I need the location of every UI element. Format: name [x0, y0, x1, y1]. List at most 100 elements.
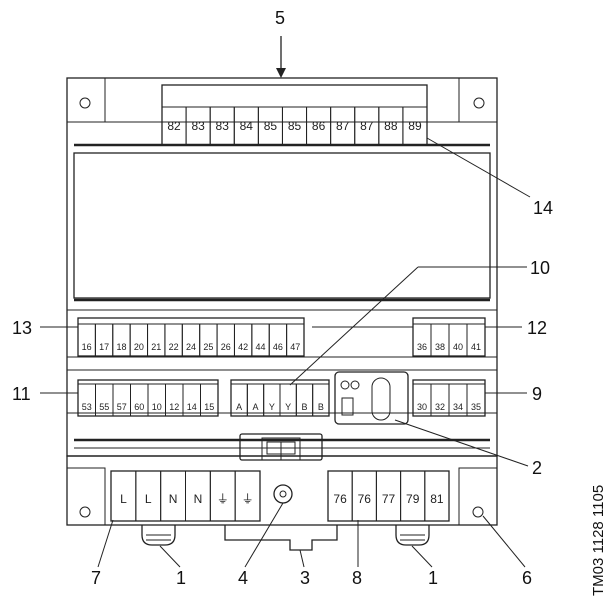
terminal-label: 89: [408, 119, 422, 133]
terminal-block-top: 82 83 83 84 85 85 86 87 87 88 89: [161, 84, 428, 146]
terminal-label: 14: [187, 402, 197, 412]
terminal-label: 36: [417, 342, 427, 352]
earth-screw-icon: [273, 484, 293, 504]
terminal-label: 18: [116, 342, 126, 352]
terminal-label: 22: [169, 342, 179, 352]
terminal-block-bottom-right: 76 76 77 79 81: [327, 470, 450, 522]
mounting-hole-top-right-icon: [473, 97, 485, 109]
terminal-label: 85: [288, 119, 302, 133]
terminal-label: 24: [186, 342, 196, 352]
callout-6: 6: [522, 568, 532, 588]
terminal-block-row13: 16 17 18 20 21 22 24 25 26 42 44 46 47: [77, 317, 305, 357]
terminal-label: 42: [238, 342, 248, 352]
callout-10: 10: [530, 258, 550, 278]
terminal-label: 17: [99, 342, 109, 352]
terminal-label: 12: [169, 402, 179, 412]
terminal-label: A: [236, 402, 242, 412]
mounting-hole-bottom-left-icon: [79, 506, 91, 518]
terminal-cell: [424, 470, 450, 522]
terminal-label: 25: [203, 342, 213, 352]
terminal-label: 83: [216, 119, 230, 133]
terminal-label: L: [145, 492, 152, 506]
terminal-label: 38: [435, 342, 445, 352]
terminal-cell: [200, 383, 219, 417]
callout-labels: 5 14 10 13 12 11 9 2 7 1 4 3 8 1 6: [12, 8, 553, 588]
cable-connector: [239, 433, 323, 504]
terminal-block-row9: 30 32 34 35: [412, 379, 486, 417]
terminal-label: A: [252, 402, 258, 412]
terminal-label: 32: [435, 402, 445, 412]
figure-code: TM03 1128 1105: [590, 485, 607, 596]
terminal-label: 53: [82, 402, 92, 412]
terminal-cell: [466, 383, 486, 417]
callout-2: 2: [532, 458, 542, 478]
terminal-label: 76: [358, 492, 372, 506]
terminal-label: 30: [417, 402, 427, 412]
terminal-cell: [234, 470, 261, 522]
terminal-label: 82: [167, 119, 181, 133]
mounting-hole-top-left-icon: [79, 97, 91, 109]
terminal-label: 86: [312, 119, 326, 133]
terminal-label: 10: [152, 402, 162, 412]
terminal-label: 85: [264, 119, 278, 133]
terminal-block-power: L L N N ⏚ ⏚: [110, 470, 261, 522]
callout-11: 11: [12, 384, 31, 404]
terminal-label: 79: [406, 492, 420, 506]
callout-5: 5: [275, 8, 285, 28]
din-rail-clip: [224, 525, 338, 551]
terminal-label: 87: [360, 119, 374, 133]
terminal-cell: [312, 383, 330, 417]
callout-1-left: 1: [176, 568, 186, 588]
terminal-label: 16: [82, 342, 92, 352]
terminal-label: Y: [269, 402, 275, 412]
terminal-label: 44: [256, 342, 266, 352]
terminal-label: 76: [333, 492, 347, 506]
terminal-label: 83: [191, 119, 205, 133]
terminal-label: 21: [151, 342, 161, 352]
terminal-label: 77: [382, 492, 396, 506]
terminal-label: 55: [99, 402, 109, 412]
mounting-hole-bottom-right-icon: [472, 506, 484, 518]
terminal-label: ⏚: [217, 492, 229, 506]
terminal-label: 15: [204, 402, 214, 412]
callout-8: 8: [352, 568, 362, 588]
din-clip-right: [395, 525, 430, 546]
terminal-cell: [466, 323, 486, 357]
terminal-label: 46: [273, 342, 283, 352]
terminal-label: B: [318, 402, 324, 412]
terminal-label: B: [301, 402, 307, 412]
terminal-label: 84: [240, 119, 254, 133]
terminal-label: 47: [290, 342, 300, 352]
terminal-cell: [402, 106, 428, 146]
callout-4: 4: [238, 568, 248, 588]
terminal-label: 20: [134, 342, 144, 352]
terminal-label: 40: [453, 342, 463, 352]
terminal-label: ⏚: [242, 492, 254, 506]
terminal-label: 81: [430, 492, 444, 506]
terminal-label: N: [169, 492, 178, 506]
terminal-label: 26: [221, 342, 231, 352]
leader-lines: [40, 36, 531, 568]
terminal-label: N: [194, 492, 203, 506]
terminal-label: 35: [471, 402, 481, 412]
callout-3: 3: [300, 568, 310, 588]
terminal-label: 87: [336, 119, 350, 133]
terminal-label: 41: [471, 342, 481, 352]
terminal-block-row12: 36 38 40 41: [412, 317, 486, 357]
din-clip-left: [141, 525, 176, 546]
terminal-label: Y: [285, 402, 291, 412]
switch-module: [334, 371, 409, 425]
callout-9: 9: [532, 384, 542, 404]
callout-1-right: 1: [428, 568, 438, 588]
terminal-label: L: [120, 492, 127, 506]
callout-14: 14: [533, 198, 553, 218]
terminal-label: 60: [134, 402, 144, 412]
terminal-label: 34: [453, 402, 463, 412]
callout-13: 13: [12, 318, 32, 338]
callout-12: 12: [527, 318, 547, 338]
terminal-label: 88: [384, 119, 398, 133]
terminal-cell: [286, 323, 305, 357]
